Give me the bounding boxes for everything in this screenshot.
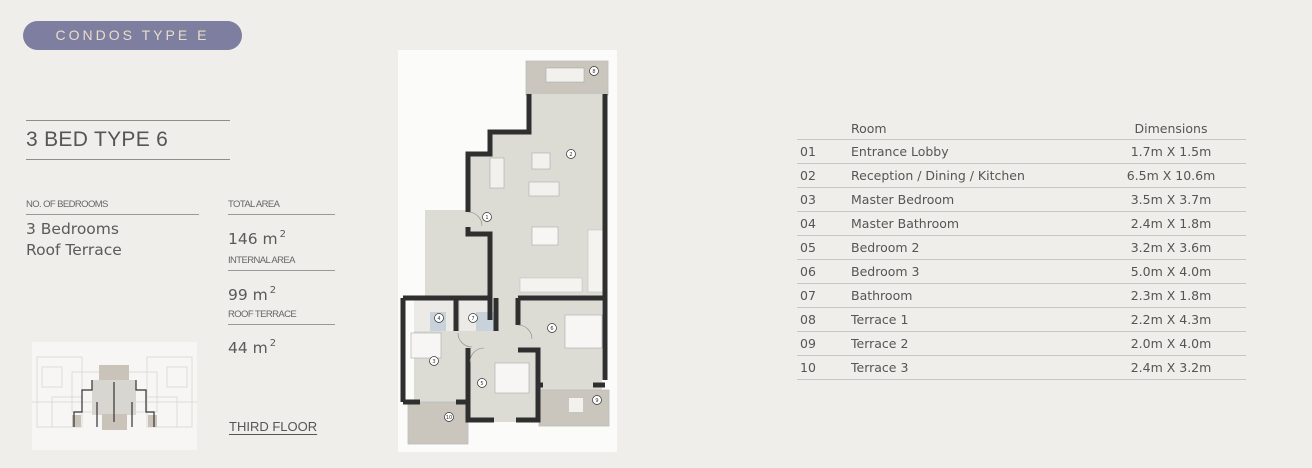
- floor-plan-drawing: 1 2 3 4 5 6 7 8 9 10: [400, 60, 610, 445]
- svg-text:2: 2: [569, 152, 572, 158]
- bedrooms-value: 3 Bedrooms Roof Terrace: [26, 219, 122, 261]
- svg-text:1: 1: [485, 215, 488, 221]
- marker-9: 9: [592, 395, 602, 405]
- room-column-header: Room: [851, 120, 887, 136]
- marker-8: 8: [589, 66, 599, 76]
- internal-area-label: INTERNAL AREA: [228, 255, 335, 271]
- svg-text:4: 4: [437, 316, 440, 322]
- svg-text:6: 6: [550, 326, 553, 332]
- svg-text:3: 3: [432, 359, 435, 365]
- key-plan-icon: [32, 356, 197, 430]
- bedrooms-label: NO. OF BEDROOMS: [26, 199, 199, 215]
- svg-text:10: 10: [446, 415, 452, 421]
- total-area-label: TOTAL AREA: [228, 199, 335, 215]
- condo-type-badge: CONDOS TYPE E: [23, 21, 242, 50]
- marker-10: 10: [444, 412, 454, 422]
- svg-text:8: 8: [592, 69, 595, 75]
- table-header-row: Room Dimensions: [797, 117, 1246, 140]
- marker-1: 1: [482, 212, 492, 222]
- dimensions-column-header: Dimensions: [1134, 120, 1208, 136]
- marker-6: 6: [547, 323, 557, 333]
- svg-text:7: 7: [471, 316, 474, 322]
- unit-title: 3 BED TYPE 6: [26, 128, 169, 151]
- marker-3: 3: [429, 356, 439, 366]
- marker-4: 4: [434, 313, 444, 323]
- marker-2: 2: [566, 149, 576, 159]
- unit-title-block: 3 BED TYPE 6: [26, 120, 230, 160]
- roof-terrace-label: ROOF TERRACE: [228, 309, 335, 325]
- svg-text:5: 5: [480, 381, 483, 387]
- key-plan-thumbnail[interactable]: [32, 342, 197, 450]
- marker-7: 7: [468, 313, 478, 323]
- floor-plan: 1 2 3 4 5 6 7 8 9 10: [398, 50, 617, 452]
- third-floor-link[interactable]: THIRD FLOOR: [229, 419, 318, 434]
- bedrooms-extra: Roof Terrace: [26, 241, 122, 259]
- svg-text:9: 9: [595, 398, 598, 404]
- bedrooms-count: 3 Bedrooms: [26, 220, 119, 238]
- marker-5: 5: [477, 378, 487, 388]
